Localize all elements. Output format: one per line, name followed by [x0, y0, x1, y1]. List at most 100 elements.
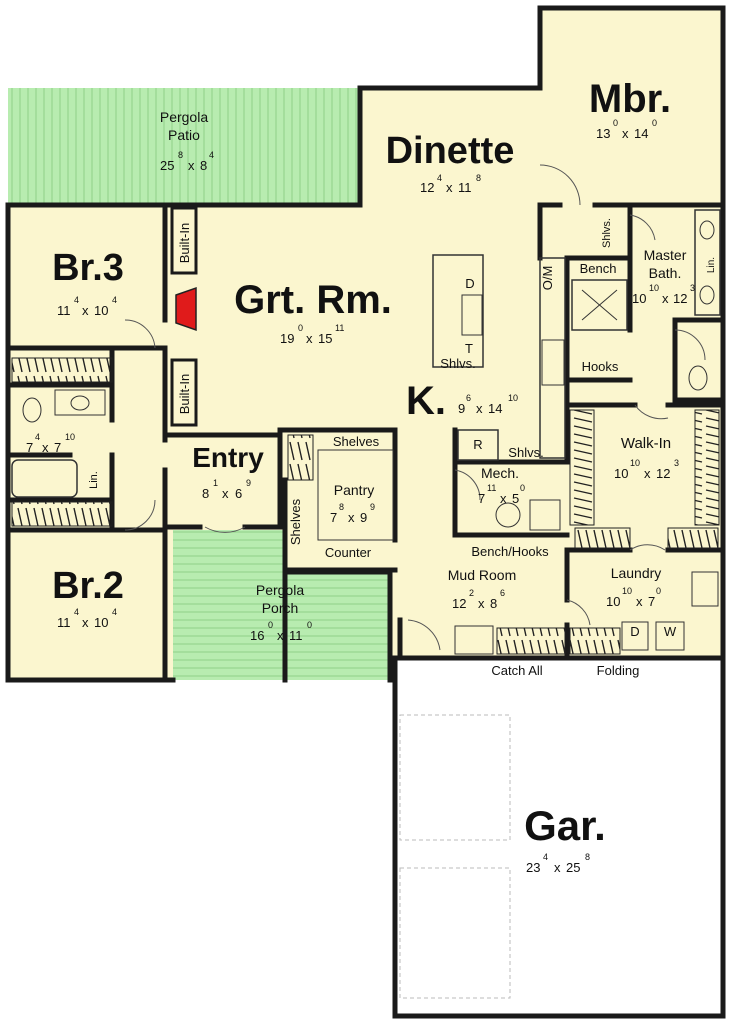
room-dim-h: 11 [458, 180, 472, 195]
room-dim-x: x [622, 126, 629, 141]
room-name: Entry [192, 442, 264, 473]
room-dim-hi: 0 [307, 620, 312, 630]
room-name: Mud Room [448, 567, 516, 583]
closet-walkin-right [694, 409, 720, 526]
room-pergola-patio: Pergola Patio 25 8 x 8 4 [160, 109, 214, 173]
room-master-bath: Master Bath. 10 10 x 12 3 [632, 247, 695, 306]
room-dim-w: 9 [458, 401, 465, 416]
room-dim-hi: 4 [112, 607, 117, 617]
shower-drain-line2 [581, 289, 618, 321]
room-dim-x: x [476, 401, 483, 416]
laundry-sink [691, 571, 719, 607]
room-name-2: Patio [168, 127, 200, 143]
room-dim-x: x [82, 303, 89, 318]
room-walkin: Walk-In 10 10 x 12 3 [614, 435, 679, 481]
room-dim-hi: 0 [656, 586, 661, 596]
room-laundry: Laundry 10 10 x 7 0 [606, 565, 661, 609]
room-dim-w: 11 [57, 303, 71, 318]
room-dim-h: 7 [648, 594, 655, 609]
room-dim-x: x [82, 615, 89, 630]
room-name-1: Pergola [160, 109, 208, 125]
garage-slab-1 [399, 714, 511, 841]
room-dim-w: 7 [330, 510, 337, 525]
room-name-2: Bath. [649, 265, 682, 281]
room-mech: Mech. 7 11 x 5 0 [478, 465, 525, 506]
catch-all-cabinet [454, 625, 494, 655]
room-dim-wi: 2 [469, 588, 474, 598]
sink-master-1 [699, 220, 715, 240]
room-dim-x: x [662, 291, 669, 306]
sink-master-2 [699, 285, 715, 305]
room-dim-hi: 10 [65, 432, 75, 442]
room-dim-x: x [478, 596, 485, 611]
room-kitchen: K. 9 6 x 14 10 [406, 379, 518, 423]
toilet-bath2 [22, 397, 42, 423]
room-mbr: Mbr. 13 0 x 14 0 [589, 77, 671, 141]
dryer-label: D [630, 624, 639, 639]
room-dim-h: 8 [490, 596, 497, 611]
washer-icon [655, 621, 685, 651]
room-dim-h: 11 [289, 628, 303, 643]
garage-floor [395, 658, 723, 1016]
room-dim-hi: 3 [690, 283, 695, 293]
room-dim-x: x [446, 180, 453, 195]
walls [5, 5, 726, 1019]
room-dim-hi: 8 [476, 173, 481, 183]
lin-mb-label: Lin. [706, 257, 717, 273]
room-dim-x: x [348, 510, 355, 525]
sink-bath2 [70, 395, 90, 411]
room-dim-w: 10 [614, 466, 628, 481]
closet-walkin-bottom2 [667, 527, 719, 549]
room-dim-x: x [306, 331, 313, 346]
room-dim-wi: 8 [339, 502, 344, 512]
side-shelves-label: Shelves [288, 498, 303, 545]
room-dim-w: 13 [596, 126, 610, 141]
room-dim-h: 7 [54, 440, 61, 455]
room-dim-w: 7 [26, 440, 33, 455]
built-in-bottom-label: Built-In [177, 374, 192, 414]
door-swings [124, 164, 706, 651]
pergola-porch-deck [173, 530, 285, 680]
room-dim-x: x [500, 491, 507, 506]
shower-icon [571, 279, 628, 331]
room-dim-w: 7 [478, 491, 485, 506]
folding-label: Folding [597, 663, 640, 678]
room-dim-h: 5 [512, 491, 519, 506]
room-br3: Br.3 11 4 x 10 4 [52, 247, 124, 318]
room-name-2: Porch [262, 600, 299, 616]
room-name: K. [406, 379, 446, 423]
room-dim-wi: 11 [487, 483, 496, 493]
closet-walkin-bottom1 [574, 527, 631, 549]
room-dim-x: x [644, 466, 651, 481]
room-dim-h: 10 [94, 615, 108, 630]
entry-closet [287, 434, 314, 481]
room-dim-w: 12 [452, 596, 466, 611]
room-name: Walk-In [621, 435, 671, 452]
room-dim-hi: 6 [500, 588, 505, 598]
sink-icon [461, 294, 483, 336]
kitchen-shelves-label: Shlvs. [508, 445, 543, 460]
room-dim-wi: 8 [178, 150, 183, 160]
room-dim-h: 9 [360, 510, 367, 525]
room-dim-h: 25 [566, 860, 580, 875]
hooks-mudroom [496, 627, 566, 655]
floor-fill [8, 8, 723, 680]
pergola-porch-deck-right [285, 572, 390, 680]
room-bath2: 7 4 x 7 10 [26, 432, 75, 455]
water-heater-icon [495, 502, 521, 528]
garage-slab-2 [399, 867, 511, 999]
room-dim-hi: 10 [508, 393, 518, 403]
room-dim-h: 15 [318, 331, 332, 346]
bench-hooks-label: Bench/Hooks [471, 544, 549, 559]
room-dim-h: 6 [235, 486, 242, 501]
vanity-master [694, 209, 721, 316]
pergola-patio-deck [8, 88, 360, 206]
bench-mb-label: Bench [580, 261, 617, 276]
room-dim-hi: 4 [209, 150, 214, 160]
room-dim-h: 14 [634, 126, 648, 141]
range-icon [541, 339, 565, 386]
room-dim-wi: 4 [437, 173, 442, 183]
room-dim-h: 8 [200, 158, 207, 173]
room-name: Mech. [481, 465, 519, 481]
room-mud-room: Mud Room 12 2 x 8 6 [448, 567, 516, 611]
